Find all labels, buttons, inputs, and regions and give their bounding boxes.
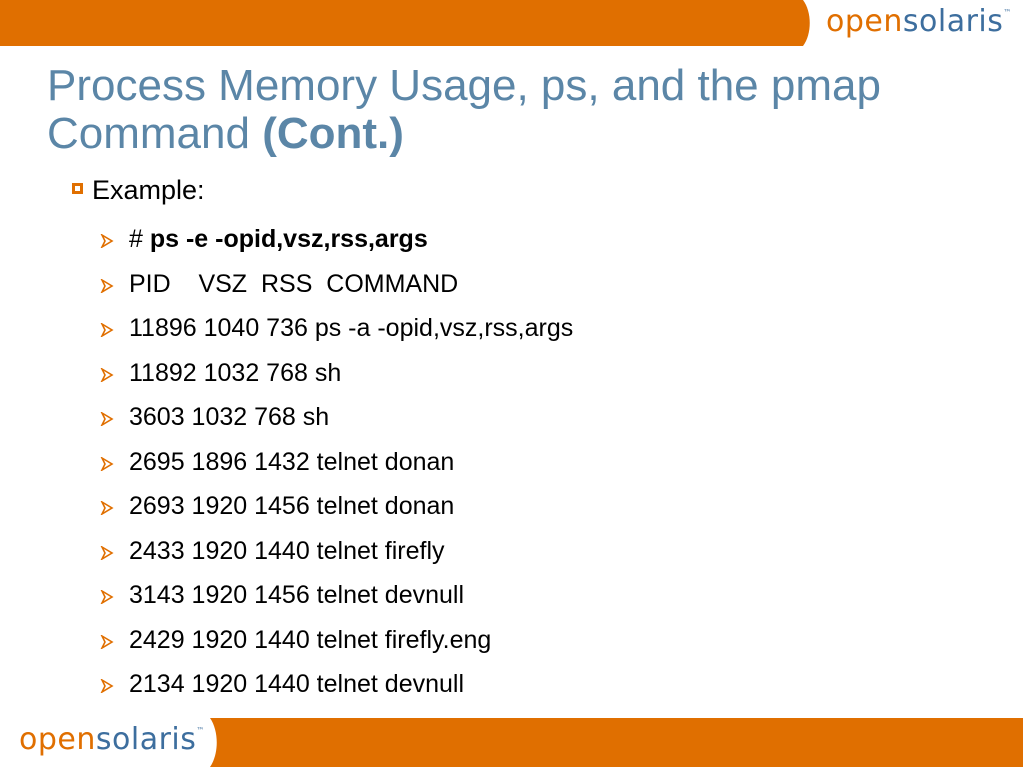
square-bullet-icon [72,183,83,194]
arrow-bullet-icon [100,634,114,649]
output-line: 3143 1920 1456 telnet devnull [129,581,465,609]
output-line: 11896 1040 736 ps -a -opid,vsz,rss,args [129,314,574,342]
output-line: 2134 1920 1440 telnet devnull [129,670,465,698]
output-line: 2693 1920 1456 telnet donan [129,492,455,520]
output-line: 2433 1920 1440 telnet firefly [129,536,445,565]
output-line: 2429 1920 1440 telnet firefly.eng [129,625,492,654]
slide-title-main: Process Memory Usage, ps, and the pmap C… [47,61,881,158]
output-line: PID VSZ RSS COMMAND [129,269,459,298]
arrow-bullet-icon [100,234,114,248]
command-text: ps -e -opid,vsz,rss,args [149,225,428,253]
arrow-bullet-icon [100,590,114,604]
arrow-bullet-icon [100,545,114,560]
output-line: 11892 1032 768 sh [129,358,342,387]
arrow-bullet-icon [100,323,114,337]
bottom-accent-bar [210,718,1023,767]
arrow-bullet-icon [100,501,114,515]
arrow-bullet-icon [100,367,114,382]
arrow-bullet-icon [100,412,114,426]
arrow-bullet-icon [100,278,114,293]
arrow-bullet-icon [100,679,114,693]
bullet-example-label: Example: [92,175,205,205]
output-line: 2695 1896 1432 telnet donan [129,447,455,476]
arrow-bullet-icon [100,456,114,471]
output-line: 3603 1032 768 sh [129,403,330,431]
opensolaris-logo-bottom: opensolaris™ [19,722,205,757]
opensolaris-logo-top: opensolaris™ [826,4,1012,39]
slide-title-cont: (Cont.) [262,109,404,158]
slide-title: Process Memory Usage, ps, and the pmap C… [47,62,1007,158]
command-prefix: # [129,225,150,253]
top-accent-bar [0,0,810,46]
